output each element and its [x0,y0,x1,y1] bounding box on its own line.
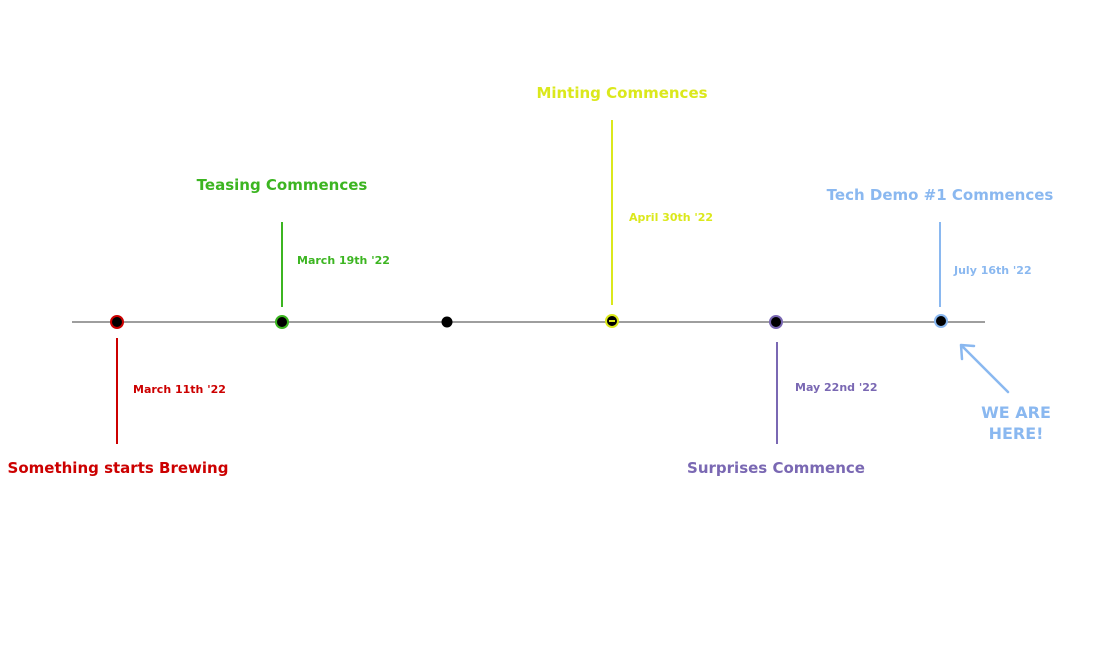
timeline-axis [72,321,985,323]
here-label-line2: HERE! [988,424,1044,443]
here-arrow-shaft [960,344,1010,394]
date-brewing: March 11th '22 [133,383,226,396]
stem-surprises [776,342,778,444]
node-brewing [110,315,124,329]
node-teasing [275,315,289,329]
title-teasing: Teasing Commences [196,176,368,194]
node-unlabeled [441,316,453,328]
title-brewing: Something starts Brewing [7,459,229,477]
node-minting [605,314,619,328]
here-arrow-head [959,343,976,361]
date-surprises: May 22nd '22 [795,381,878,394]
stem-teasing [281,222,283,307]
date-minting: April 30th '22 [629,211,714,224]
here-arrow-icon [959,343,1010,394]
node-minting-bar [609,320,615,322]
title-minting: Minting Commences [536,84,708,102]
here-label-line1: WE ARE [981,403,1051,422]
stem-minting [611,120,613,305]
stem-brewing [116,338,118,444]
node-techdemo [934,314,948,328]
here-label: WE ARE HERE! [968,402,1064,444]
date-teasing: March 19th '22 [297,254,390,267]
node-surprises [769,315,783,329]
title-surprises: Surprises Commence [687,459,865,477]
date-techdemo: July 16th '22 [954,264,1032,277]
title-techdemo: Tech Demo #1 Commences [826,186,1054,204]
stem-techdemo [939,222,941,307]
